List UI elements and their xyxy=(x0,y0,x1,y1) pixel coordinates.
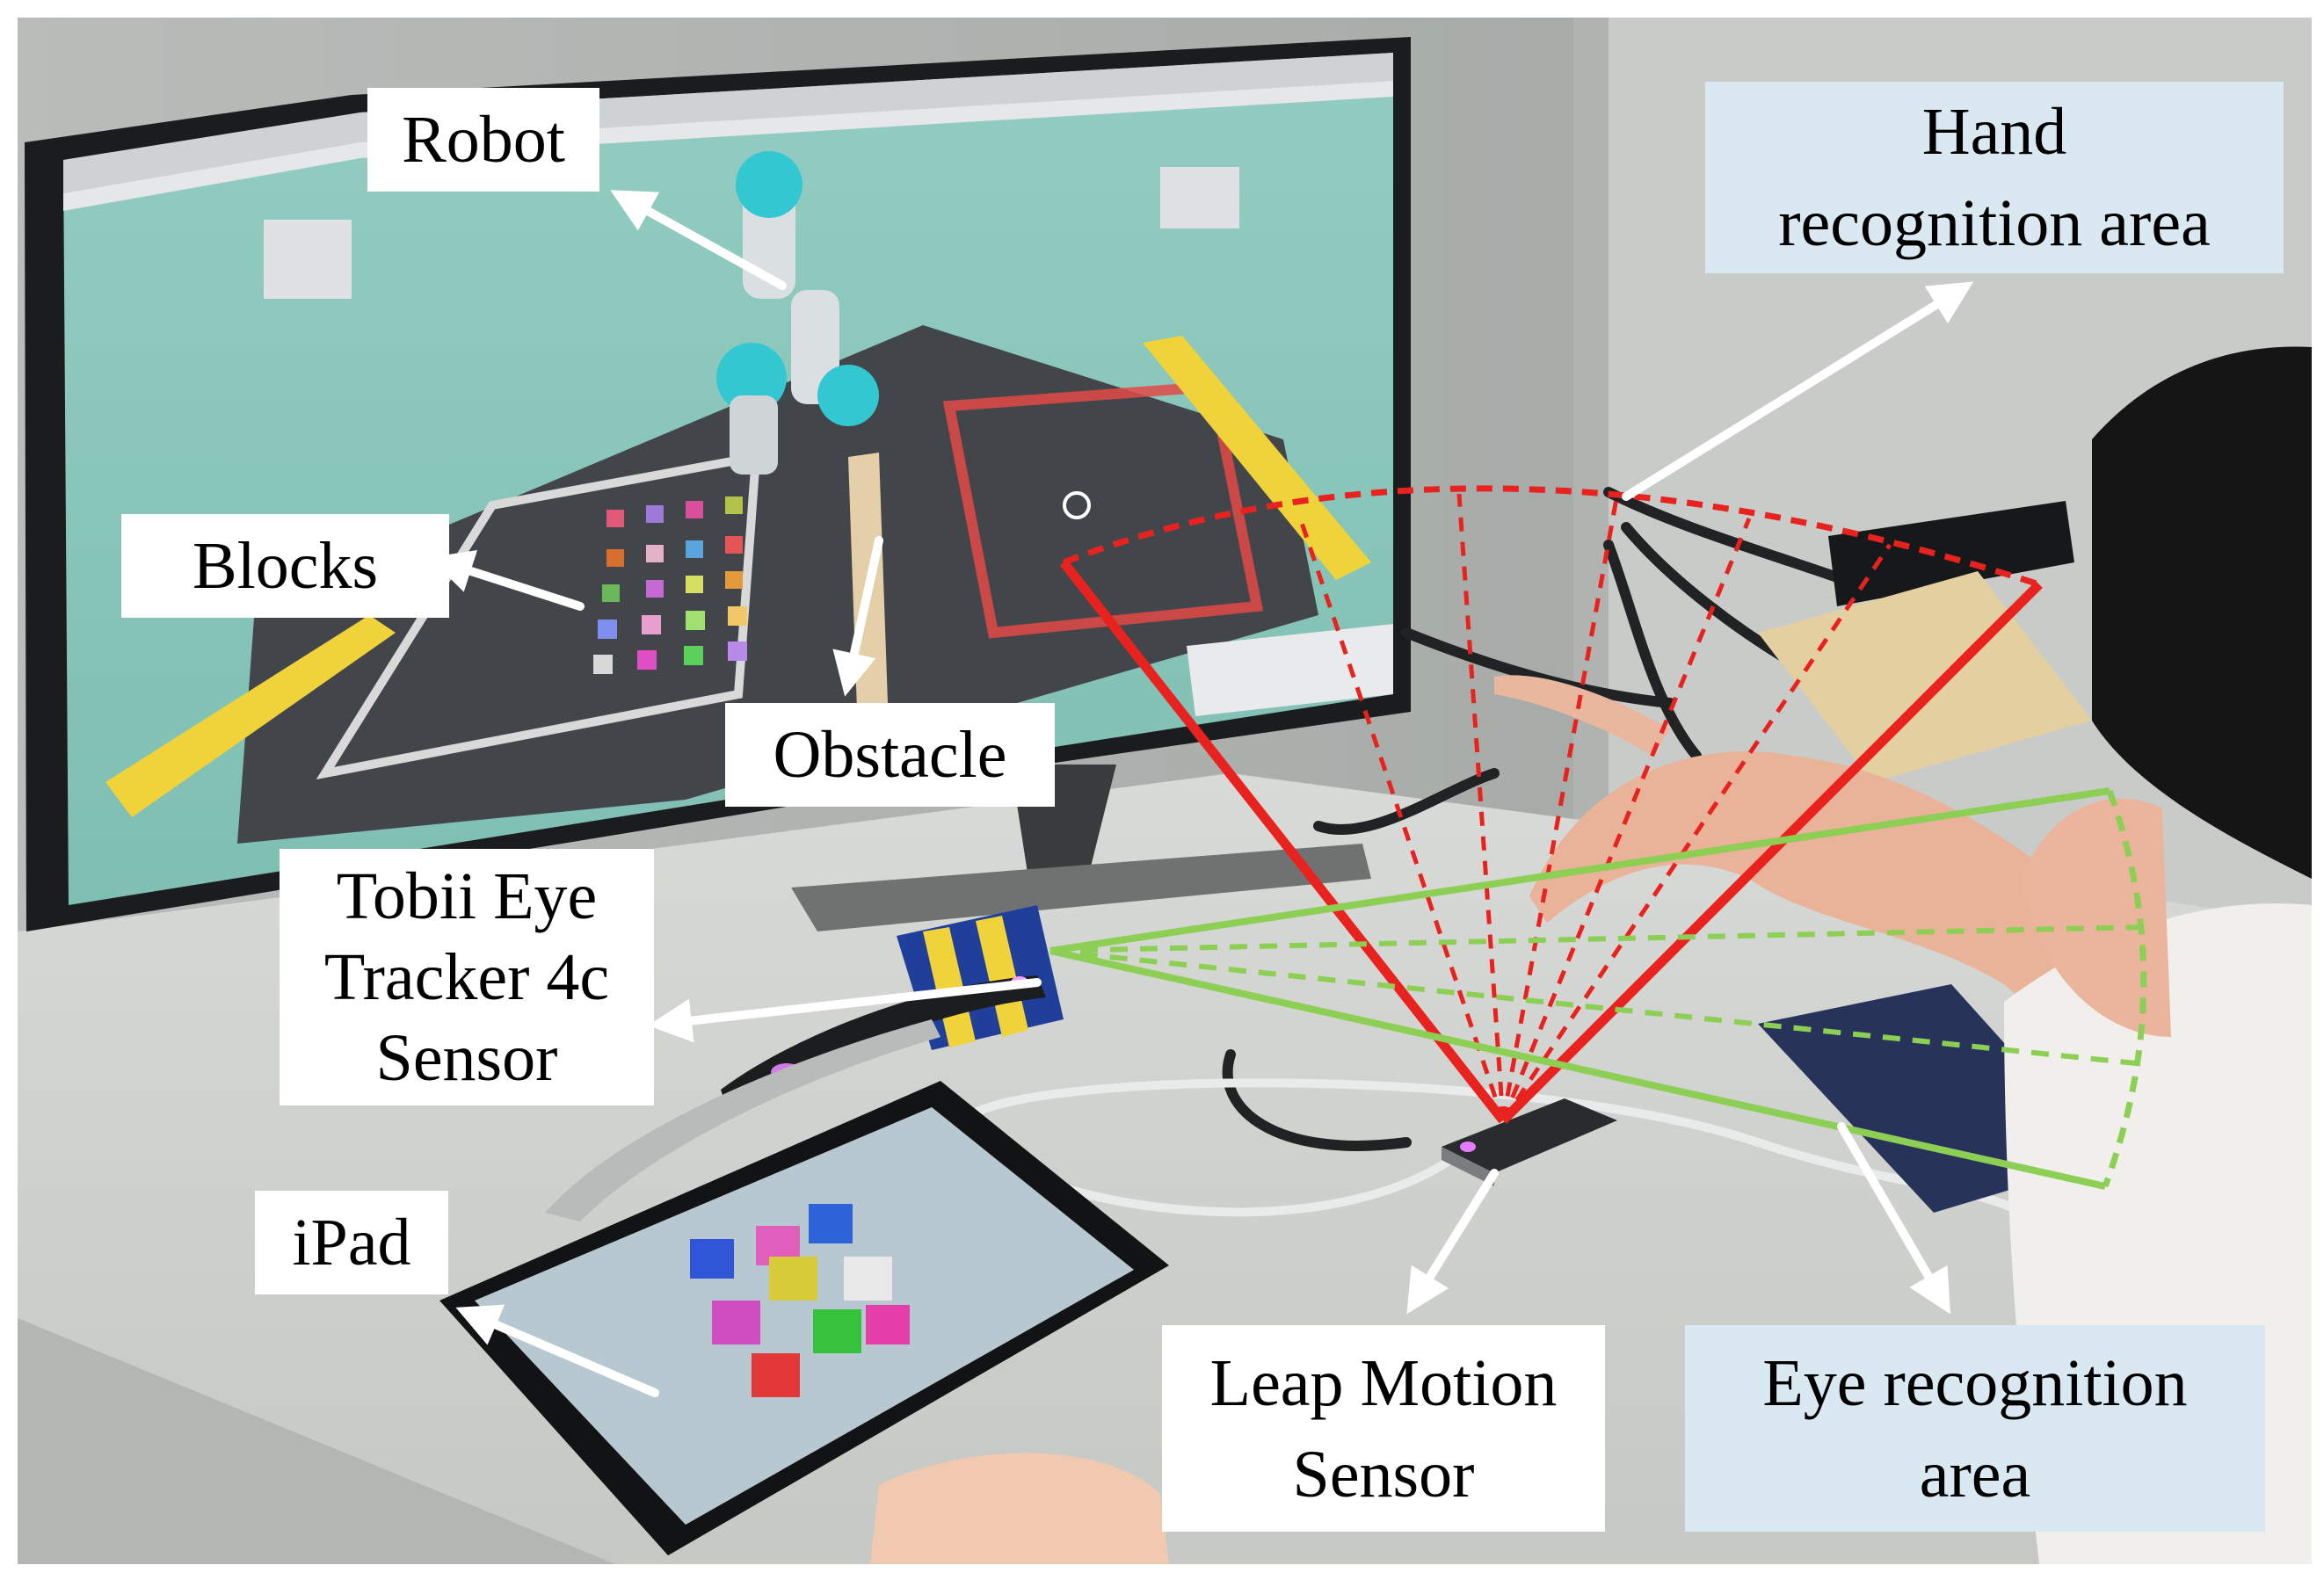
leap-arrow xyxy=(1406,1169,1499,1315)
leap-motion-label: Leap Motion Sensor xyxy=(1162,1325,1605,1532)
yellow-pad xyxy=(1758,571,2092,782)
blocks-label: Blocks xyxy=(121,514,449,618)
tobii-label: Tobii Eye Tracker 4c Sensor xyxy=(280,849,654,1105)
robot-arrow xyxy=(610,190,787,290)
obstacle-arrow xyxy=(832,536,883,697)
tobii-arrow xyxy=(648,978,1042,1043)
ipad-device xyxy=(439,1081,1169,1555)
annotation-arrows xyxy=(428,190,1974,1397)
hand-recognition-area-label: Hand recognition area xyxy=(1705,82,2284,273)
eye-recognition-area-label: Eye recognition area xyxy=(1685,1325,2265,1532)
leap-motion-device xyxy=(1442,1098,1617,1186)
ipad-label: iPad xyxy=(255,1191,448,1294)
ipad-arrow xyxy=(455,1304,659,1397)
blocks-arrow xyxy=(428,550,585,611)
white-cable xyxy=(954,1078,2024,1217)
obstacle-label: Obstacle xyxy=(725,703,1055,807)
tobii-tracker xyxy=(721,905,1064,1116)
monitor-screen xyxy=(63,53,1393,905)
hand-recognition-cone xyxy=(1059,485,2043,1124)
eye-recognition-cone xyxy=(1049,787,2147,1190)
keyboard xyxy=(1828,501,2074,606)
monitor-base xyxy=(545,1019,940,1221)
hand-area-arrow xyxy=(1622,281,1974,501)
eye-area-arrow xyxy=(1837,1122,1951,1315)
screen-blocks xyxy=(593,496,747,674)
robot-label: Robot xyxy=(367,88,599,192)
